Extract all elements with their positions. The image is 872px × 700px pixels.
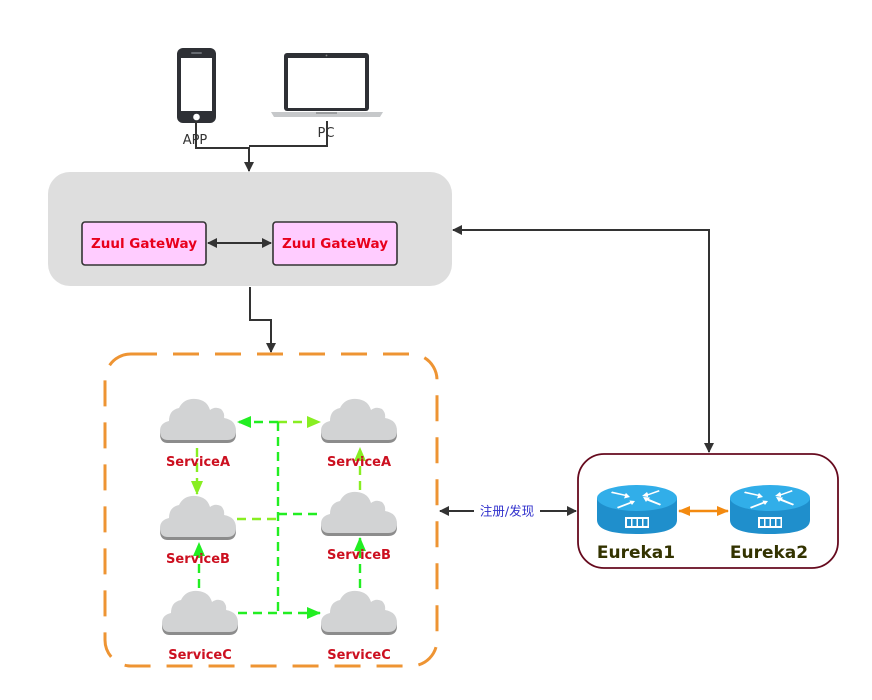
gateway-node-label: Zuul GateWay xyxy=(91,236,197,252)
laptop-icon xyxy=(271,53,383,117)
cloud-icon xyxy=(321,398,397,443)
cloud-icon xyxy=(162,590,238,635)
service-cluster xyxy=(103,352,439,668)
service-links xyxy=(191,416,366,619)
eureka-node-2: Eureka2 xyxy=(730,485,810,563)
service-label: ServiceA xyxy=(166,455,230,470)
pc-to-gateway-connector xyxy=(249,121,328,147)
service-node-a-right: ServiceA xyxy=(321,398,397,470)
service-label: ServiceC xyxy=(327,648,391,663)
service-label: ServiceB xyxy=(166,552,230,567)
service-label: ServiceA xyxy=(327,455,391,470)
gateway-node-1: Zuul GateWay xyxy=(81,221,207,266)
service-node-b-right: ServiceB xyxy=(321,491,397,563)
cloud-icon xyxy=(160,495,236,540)
cloud-icon xyxy=(321,491,397,536)
cloud-icon xyxy=(321,590,397,635)
registry-to-gateway-connector xyxy=(452,225,714,453)
service-label: ServiceB xyxy=(327,548,391,563)
router-icon xyxy=(730,485,810,534)
gateway-node-2: Zuul GateWay xyxy=(272,221,398,266)
cloud-icon xyxy=(160,398,236,443)
service-node-b-left: ServiceB xyxy=(160,495,236,567)
service-node-c-right: ServiceC xyxy=(321,590,397,663)
eureka-label: Eureka2 xyxy=(730,543,808,563)
register-discover-label: 注册/发现 xyxy=(480,504,534,519)
app-to-gateway-connector xyxy=(195,121,254,172)
gateway-to-services-connector xyxy=(249,287,276,353)
eureka-node-1: Eureka1 xyxy=(597,485,677,563)
eureka-label: Eureka1 xyxy=(597,543,675,563)
service-node-a-left: ServiceA xyxy=(160,398,236,470)
router-icon xyxy=(597,485,677,534)
smartphone-icon xyxy=(177,48,216,123)
gateway-node-label: Zuul GateWay xyxy=(282,236,388,252)
service-node-c-left: ServiceC xyxy=(162,590,238,663)
service-label: ServiceC xyxy=(168,648,232,663)
